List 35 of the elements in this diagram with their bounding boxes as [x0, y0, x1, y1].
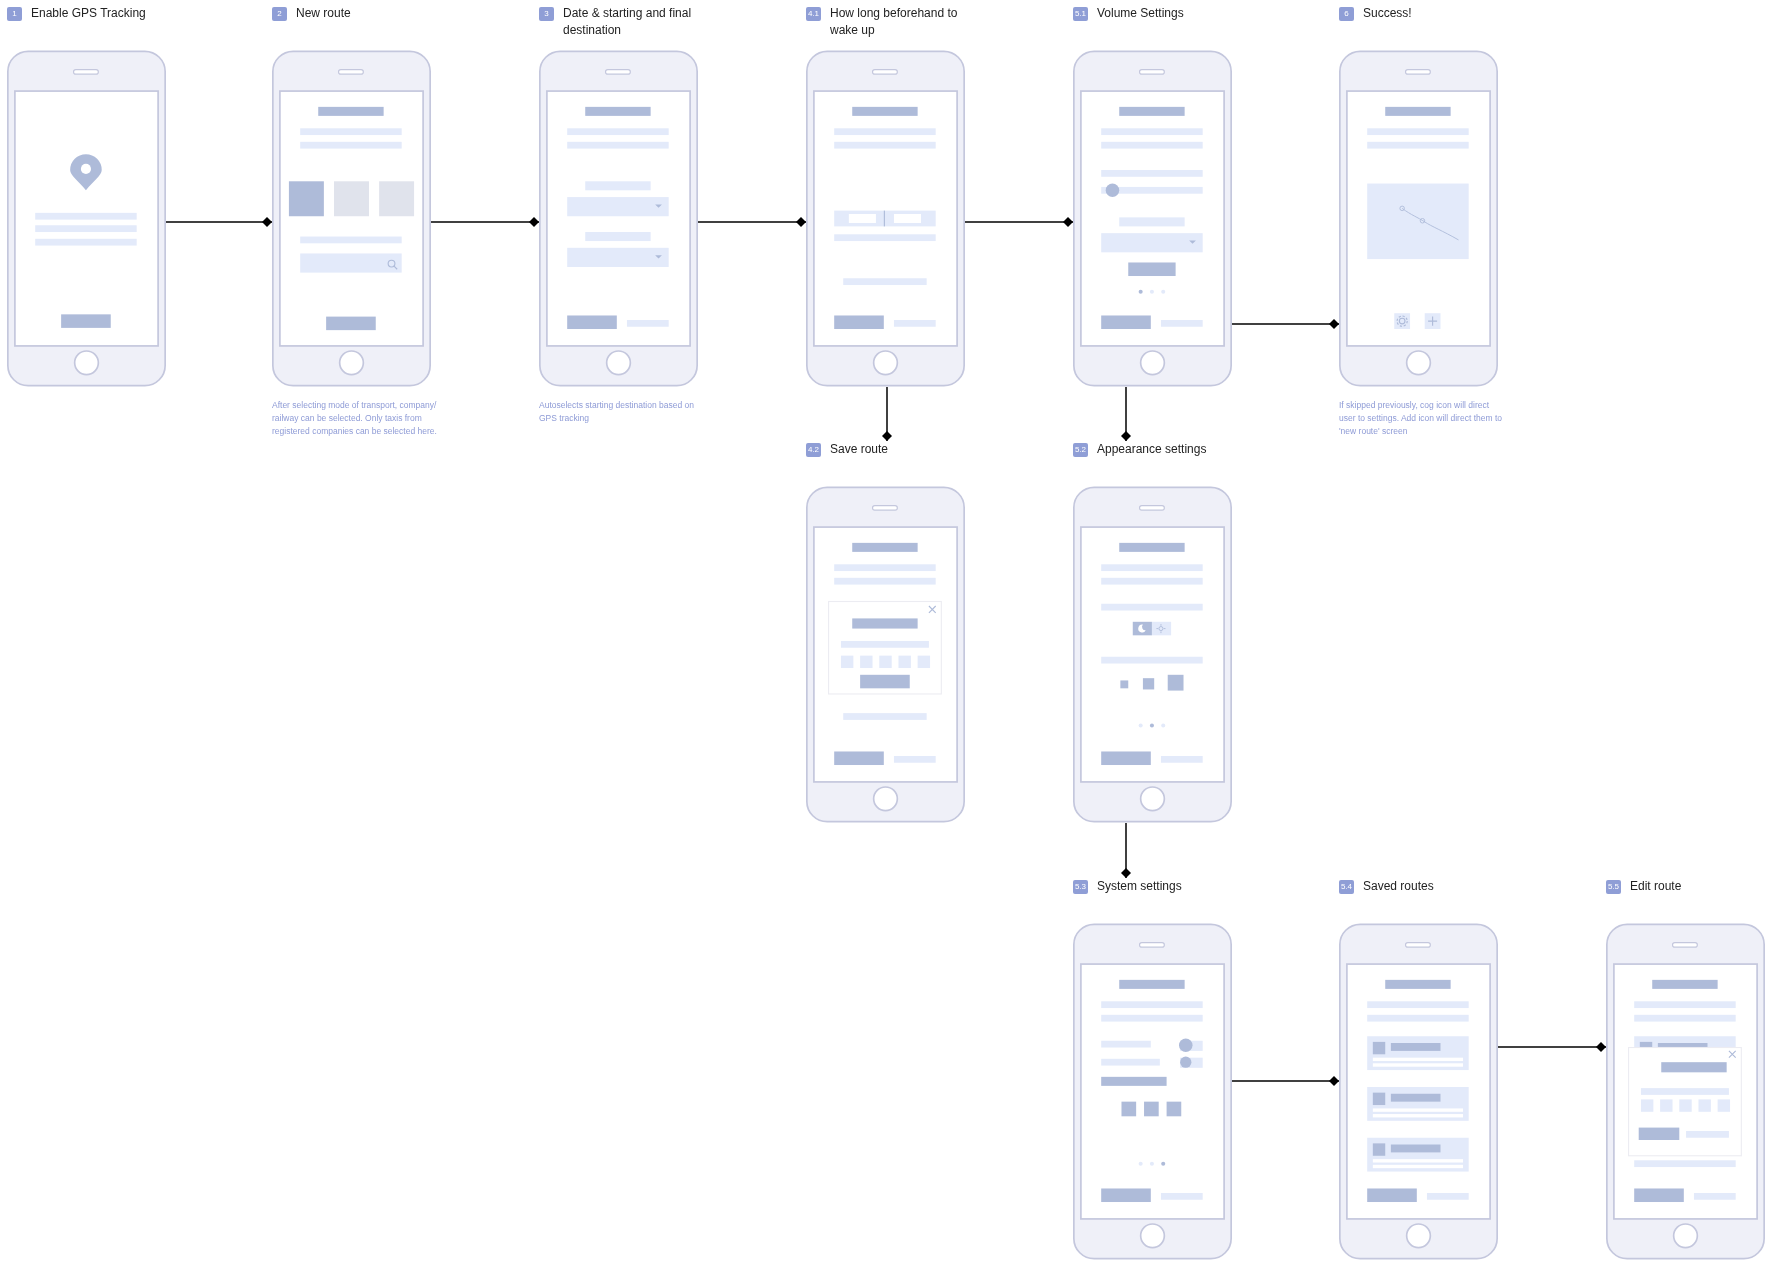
screen-title: Edit route: [1630, 878, 1682, 895]
screen-title: Enable GPS Tracking: [31, 5, 146, 22]
screen-title: Save route: [830, 441, 889, 458]
screen-title: New route: [296, 5, 351, 22]
step-badge: 2: [272, 7, 287, 21]
step-badge: 5.4: [1339, 880, 1354, 894]
screen-title: Saved routes: [1363, 878, 1434, 895]
step-badge: 5.2: [1073, 443, 1088, 457]
connector-line: [697, 217, 807, 227]
connector-line: [1121, 386, 1131, 442]
step-badge: 5.1: [1073, 7, 1088, 21]
step-badge: 5.3: [1073, 880, 1088, 894]
connector-line: [430, 217, 540, 227]
connector-line: [1121, 822, 1131, 879]
connector-line: [1231, 319, 1340, 329]
screen-title: Date & starting and final destination: [563, 5, 693, 39]
screen-title: Volume Settings: [1097, 5, 1184, 22]
screen-note: Autoselects starting destination based on GPS tracking: [539, 399, 695, 425]
step-badge: 4.2: [806, 443, 821, 457]
step-badge: 6: [1339, 7, 1354, 21]
screen-note: After selecting mode of transport, company/ railway can be selected. Only taxis from registered companies can be selected here.: [272, 399, 438, 438]
screen-title: Success!: [1363, 5, 1412, 22]
connector-line: [882, 386, 892, 442]
connector-line: [964, 217, 1074, 227]
screen-title: How long beforehand to wake up: [830, 5, 959, 39]
connector-line: [1231, 1076, 1340, 1086]
step-badge: 3: [539, 7, 554, 21]
connector-line: [165, 217, 273, 227]
step-badge: 5.5: [1606, 880, 1621, 894]
screen-title: Appearance settings: [1097, 441, 1207, 458]
connector-line: [1497, 1042, 1607, 1052]
step-badge: 4.1: [806, 7, 821, 21]
screen-note: If skipped previously, cog icon will direct user to settings. Add icon will direct them to 'new route' screen: [1339, 399, 1503, 438]
screen-title: System settings: [1097, 878, 1182, 895]
step-badge: 1: [7, 7, 22, 21]
